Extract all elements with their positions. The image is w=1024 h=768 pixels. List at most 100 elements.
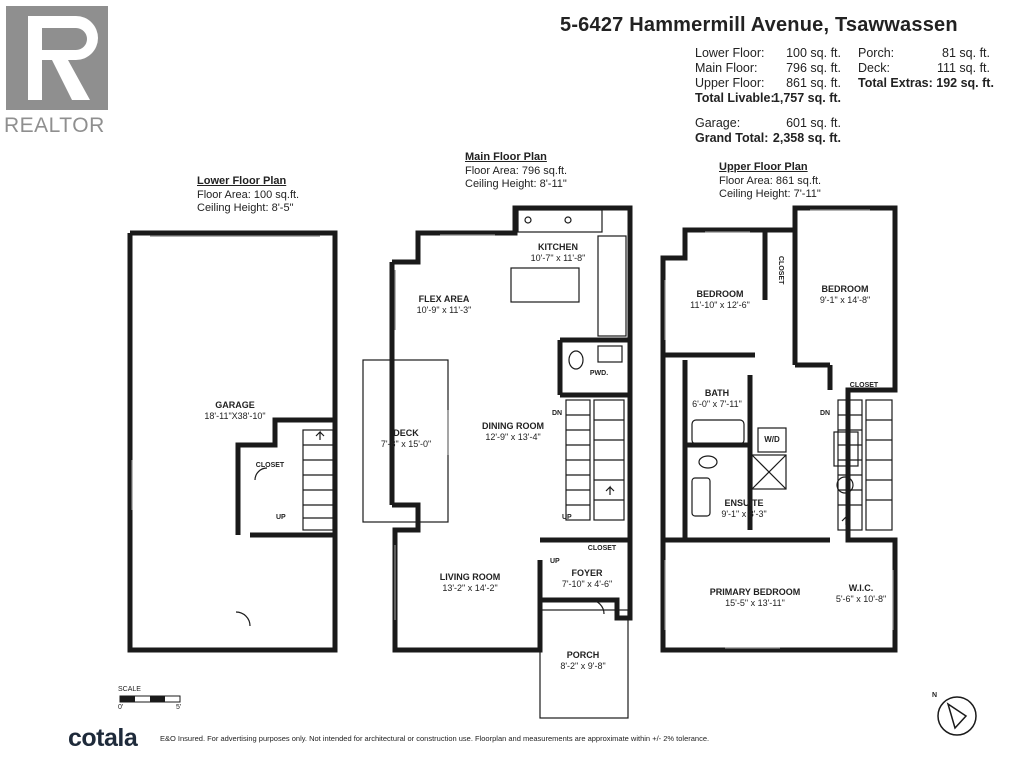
lower-plan-area: Floor Area: 100 sq.ft.: [197, 189, 300, 201]
main-floor-value: 796 sq. ft.: [786, 61, 841, 75]
room-dim: 10'-7" x 11'-8": [530, 253, 586, 263]
room-closet-up-1: CLOSET: [777, 256, 784, 285]
room-dim: 9'-1" x 8'-3": [721, 509, 767, 519]
room-flex-area: FLEX AREA 10'-9" x 11'-3": [398, 294, 490, 316]
garage-walls: [127, 230, 338, 653]
upper-floor-value: 861 sq. ft.: [786, 76, 841, 90]
room-name: W.I.C.: [848, 583, 874, 593]
room-bedroom-2: BEDROOM 9'-1" x 14'-8": [805, 284, 885, 306]
room-dim: 6'-0" x 7'-11": [692, 399, 742, 409]
upper-floor-label: Upper Floor:: [695, 76, 765, 90]
main-plan-ceiling: Ceiling Height: 8'-11": [465, 178, 567, 190]
room-garage: GARAGE 18'-11"X38'-10": [195, 400, 275, 422]
main-plan-area: Floor Area: 796 sq.ft.: [465, 165, 568, 177]
room-ensuite: ENSUITE 9'-1" x 8'-3": [712, 498, 776, 520]
room-closet-lower: CLOSET: [255, 462, 285, 469]
garage-value: 601 sq. ft.: [786, 116, 841, 130]
kitchen-island: [510, 267, 580, 303]
room-name: PRIMARY BEDROOM: [709, 587, 801, 597]
pwd-sink: [597, 345, 623, 363]
room-closet-up-2: CLOSET: [849, 382, 879, 389]
room-name: BATH: [704, 388, 730, 398]
room-porch: PORCH 8'-2" x 9'-8": [550, 650, 616, 672]
area-summary: Lower Floor: 100 sq. ft. Main Floor: 796 s…: [695, 46, 845, 146]
room-deck: DECK 7'-8" x 15'-0": [364, 428, 448, 450]
upper-plan-title: Upper Floor Plan: [719, 161, 808, 173]
kitchen-counter-top: [517, 209, 603, 233]
room-closet-main: CLOSET: [587, 545, 617, 552]
deck-label: Deck:: [858, 61, 890, 75]
kitchen-counter-side: [597, 235, 627, 337]
room-dim: 10'-9" x 11'-3": [416, 305, 472, 315]
extras-summary: Porch:81 sq. ft. Deck:111 sq. ft. Total …: [858, 46, 994, 91]
room-name: BEDROOM: [696, 289, 744, 299]
stair-up-lower: UP: [276, 514, 286, 521]
room-wd: W/D: [764, 435, 780, 444]
room-name: GARAGE: [215, 400, 255, 410]
room-dim: 5'-6" x 10'-8": [835, 594, 887, 604]
room-name: DINING ROOM: [482, 421, 544, 431]
scale-zero: 0': [118, 704, 124, 711]
lower-floor-label: Lower Floor:: [695, 46, 765, 60]
room-dim: 8'-2" x 9'-8": [560, 661, 606, 671]
room-dim: 9'-1" x 14'-8": [819, 295, 871, 305]
room-name: PORCH: [566, 650, 600, 660]
stair-up-foyer: UP: [550, 558, 560, 565]
lower-plan-info: Floor Area: 100 sq.ft. Ceiling Height: 8…: [197, 189, 299, 215]
room-name: FOYER: [571, 568, 603, 578]
room-dim: 18'-11"X38'-10": [204, 411, 266, 421]
realtor-logo: [6, 6, 108, 110]
total-livable-label: Total Livable:: [695, 91, 775, 105]
room-name: ENSUITE: [724, 498, 764, 508]
disclaimer: E&O Insured. For advertising purposes on…: [160, 734, 710, 743]
stair-dn-main: DN: [552, 410, 563, 417]
main-floor-right-walls: [537, 337, 628, 600]
shower: [751, 454, 787, 490]
room-bedroom-1: BEDROOM 11'-10" x 12'-6": [680, 289, 760, 311]
room-name: FLEX AREA: [418, 294, 470, 304]
upper-plan-info: Floor Area: 861 sq.ft. Ceiling Height: 7…: [719, 175, 821, 201]
lower-floor-value: 100 sq. ft.: [786, 46, 841, 60]
room-dim: 7'-8" x 15'-0": [380, 439, 432, 449]
room-wic: W.I.C. 5'-6" x 10'-8": [832, 583, 890, 605]
room-name: BEDROOM: [821, 284, 869, 294]
north-label: N: [932, 692, 938, 699]
main-floor-label: Main Floor:: [695, 61, 758, 75]
room-primary-bedroom: PRIMARY BEDROOM 15'-5" x 13'-11": [700, 587, 810, 609]
grand-total-label: Grand Total:: [695, 131, 769, 145]
total-livable-value: 1,757 sq. ft.: [772, 91, 841, 105]
toilet-upper: [698, 455, 718, 469]
grand-total-value: 2,358 sq. ft.: [772, 131, 841, 145]
room-kitchen: KITCHEN 10'-7" x 11'-8": [520, 242, 596, 264]
room-dim: 12'-9" x 13'-4": [485, 432, 541, 442]
room-dim: 13'-2" x 14'-2": [442, 583, 498, 593]
deck-value: 111 sq. ft.: [936, 61, 990, 75]
lower-plan-ceiling: Ceiling Height: 8'-5": [197, 202, 294, 214]
upper-plan-area: Floor Area: 861 sq.ft.: [719, 175, 822, 187]
room-name: LIVING ROOM: [439, 572, 501, 582]
room-dining: DINING ROOM 12'-9" x 13'-4": [473, 421, 553, 443]
bathtub: [691, 419, 745, 445]
garage-label: Garage:: [695, 116, 741, 130]
total-extras: Total Extras: 192 sq. ft.: [858, 76, 994, 90]
upper-floor-inner-walls: [663, 208, 895, 543]
scale-label: SCALE: [118, 686, 141, 693]
pwd-toilet: [568, 350, 584, 370]
stair-dn-upper: DN: [820, 410, 831, 417]
main-plan-info: Floor Area: 796 sq.ft. Ceiling Height: 8…: [465, 165, 567, 191]
upper-stairs: [837, 399, 893, 531]
stair-up-main: UP: [562, 514, 572, 521]
room-name: KITCHEN: [538, 242, 578, 252]
lower-plan-title: Lower Floor Plan: [197, 175, 287, 187]
upper-plan-ceiling: Ceiling Height: 7'-11": [719, 188, 821, 200]
room-name: DECK: [393, 428, 419, 438]
cotala-logo: cotala: [68, 724, 138, 752]
page-title: 5-6427 Hammermill Avenue, Tsawwassen: [560, 14, 958, 36]
porch-value: 81 sq. ft.: [942, 46, 990, 60]
main-stairs: [565, 399, 625, 521]
porch-outline: [539, 609, 629, 719]
main-plan-title: Main Floor Plan: [465, 151, 547, 163]
lower-stairs: [302, 429, 334, 531]
room-bath: BATH 6'-0" x 7'-11": [686, 388, 748, 410]
